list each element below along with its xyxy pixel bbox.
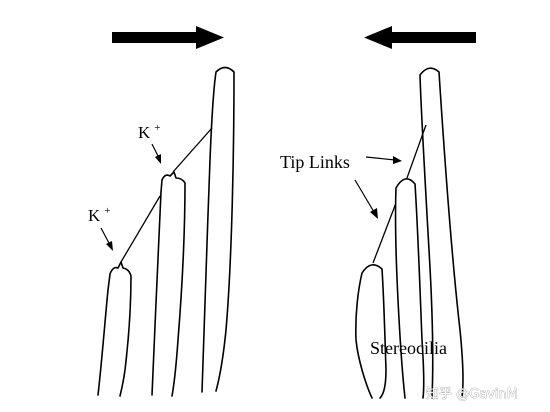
stereocilium-tall: [419, 67, 464, 399]
tip-links-label: Tip Links: [280, 152, 350, 172]
right-panel: Tip Links Stereocilia: [280, 26, 476, 399]
stereocilium-short: [97, 261, 132, 397]
stereocilium-medium: [151, 171, 186, 397]
ion-label-upper-base: K: [138, 123, 151, 142]
stereocilia-label: Stereocilia: [370, 338, 447, 358]
tip-links-pointer-upper: [365, 156, 396, 161]
tip-link-upper: [172, 127, 213, 173]
ion-pointer-lower: [100, 227, 111, 246]
tip-links-pointer-upper-head: [393, 156, 402, 164]
deflection-arrow-left: [364, 26, 476, 49]
ion-label-upper-sup: +: [154, 122, 160, 134]
ion-pointer-upper-head: [155, 154, 161, 164]
tip-link-lower: [372, 202, 397, 264]
left-panel: K + K +: [88, 26, 235, 397]
ion-label-lower: K +: [88, 205, 111, 225]
tip-link-lower: [120, 195, 161, 263]
stereocilium-tall: [201, 66, 235, 393]
tip-links-pointer-lower: [354, 179, 375, 213]
tip-link-upper: [406, 124, 427, 179]
ion-pointer-lower-head: [106, 241, 113, 251]
ion-label-upper: K +: [138, 122, 161, 142]
watermark: 知乎 @GavinM: [426, 386, 518, 402]
deflection-arrow-right: [112, 26, 224, 49]
ion-label-lower-sup: +: [104, 205, 110, 217]
tip-links-pointer-lower-head: [370, 208, 378, 219]
ion-label-lower-base: K: [88, 206, 101, 225]
stereocilium-medium: [394, 178, 425, 399]
stereocilium-short: [355, 264, 387, 399]
